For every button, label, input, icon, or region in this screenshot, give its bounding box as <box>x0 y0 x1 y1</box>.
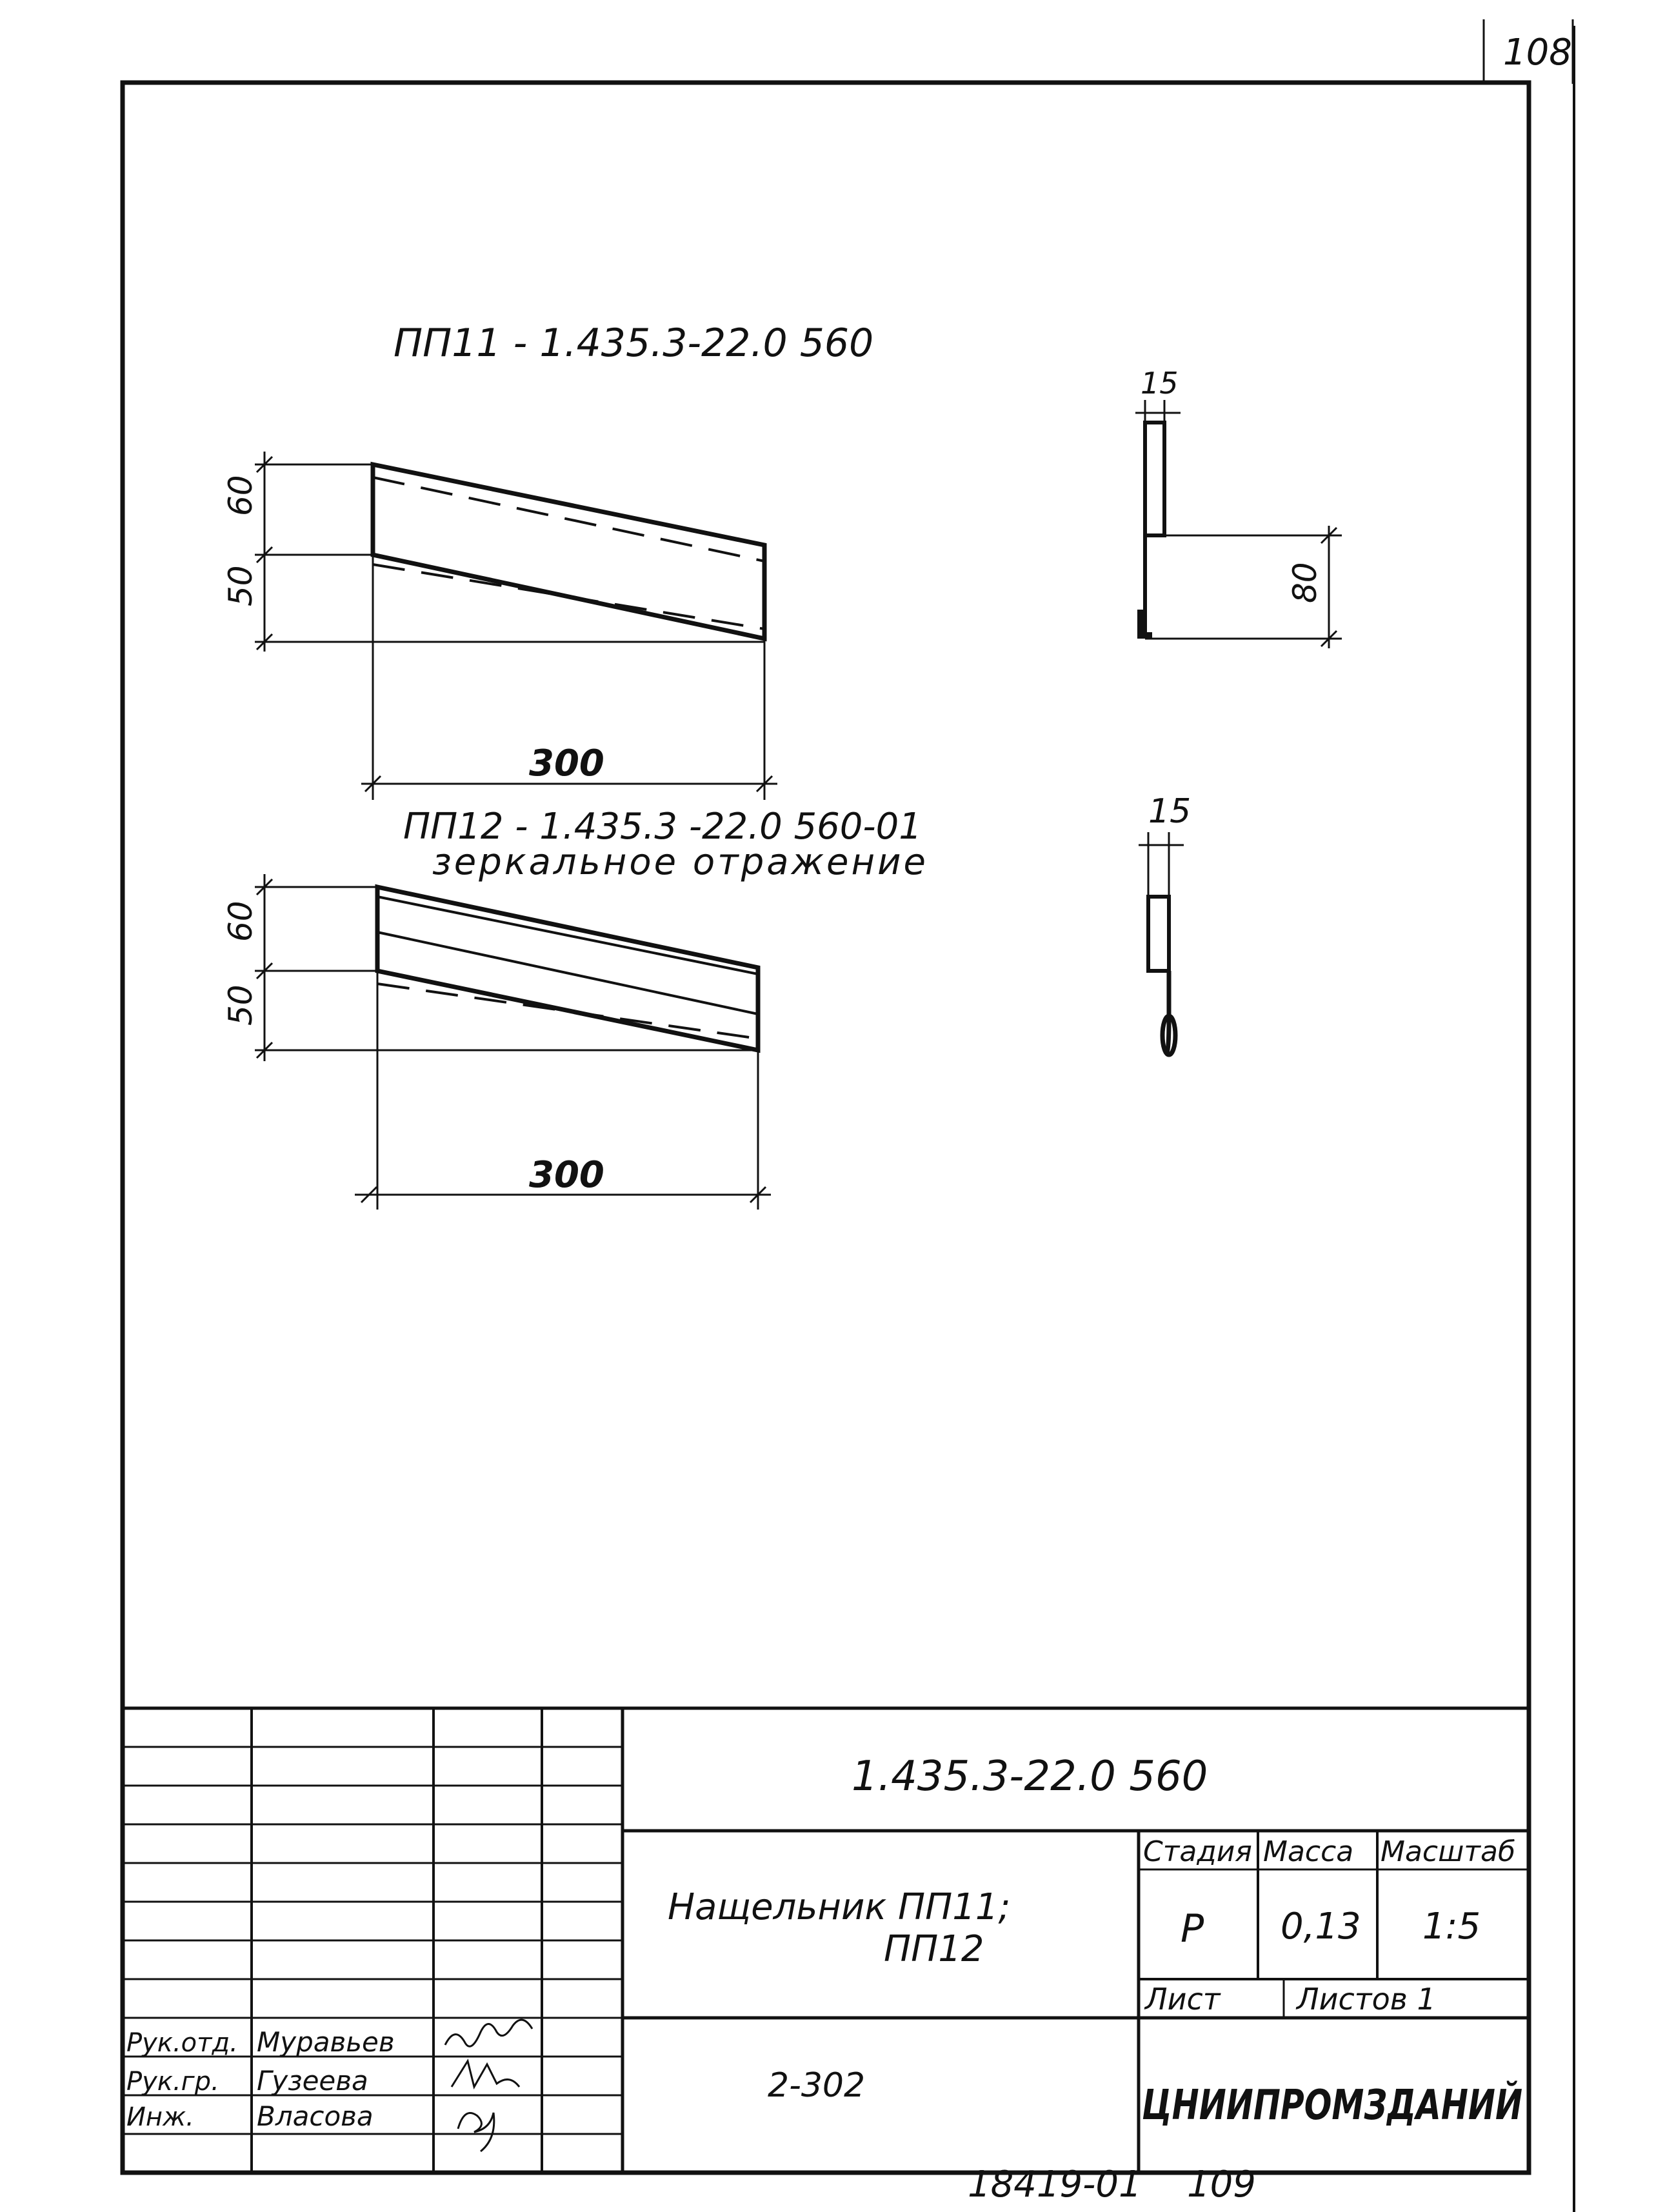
drawing-frame <box>120 19 1575 2212</box>
signer-name-3: Власова <box>257 2100 374 2132</box>
part1-title: ПП11 - 1.435.3-22.0 560 <box>394 321 873 366</box>
part2-subtitle: зеркальное отражение <box>432 841 928 883</box>
sheet-label: Лист <box>1144 1982 1221 2017</box>
stage-header: Стадия <box>1143 1835 1252 1868</box>
part1-dim-length: 300 <box>529 742 604 784</box>
part1-section-height: 80 <box>1286 562 1324 603</box>
signer-role-2: Рук.гр. <box>126 2067 219 2097</box>
title-block-document-code: 1.435.3-22.0 560 <box>852 1753 1208 1800</box>
stage-value: Р <box>1181 1906 1204 1951</box>
part2-dim-bottom: 50 <box>222 984 259 1026</box>
part2-title: ПП12 - 1.435.3 -22.0 560-01 <box>403 806 922 848</box>
title-block <box>123 1706 1529 2173</box>
sheets-label: Листов 1 <box>1295 1982 1436 2017</box>
part2-elevation <box>375 884 761 1053</box>
part1-dim-top: 60 <box>222 475 259 516</box>
part2-dimensions <box>255 874 771 1210</box>
part1-section <box>1135 400 1342 648</box>
page-number-top: 108 <box>1503 32 1572 74</box>
signature-1 <box>444 2018 533 2048</box>
organization-name: ЦНИИПРОМЗДАНИЙ <box>1142 2080 1522 2129</box>
album-code: 2-302 <box>768 2066 865 2105</box>
part1-dim-bottom: 50 <box>222 565 259 606</box>
title-block-item-name-line1: Нащельник ПП11; <box>668 1886 1010 1928</box>
mass-header: Масса <box>1263 1835 1353 1868</box>
signature-3 <box>457 2112 495 2153</box>
part1-section-width: 15 <box>1141 366 1179 401</box>
page-number-bottom: 109 <box>1187 2164 1256 2206</box>
scale-value: 1:5 <box>1422 1906 1481 1948</box>
part2-section <box>1139 832 1184 1057</box>
title-block-item-name-line2: ПП12 <box>884 1928 984 1970</box>
mass-value: 0,13 <box>1281 1906 1361 1948</box>
signature-2 <box>450 2058 521 2089</box>
part2-dim-top: 60 <box>222 901 259 942</box>
signer-name-2: Гузеева <box>257 2065 368 2097</box>
part1-elevation <box>370 461 767 642</box>
signer-role-1: Рук.отд. <box>126 2028 238 2058</box>
signer-role-3: Инж. <box>126 2102 194 2132</box>
part2-dim-length: 300 <box>529 1154 604 1196</box>
archive-number: 18419-01 <box>968 2164 1142 2206</box>
signer-name-1: Муравьев <box>257 2026 395 2058</box>
part1-dimensions <box>255 452 777 800</box>
scale-header: Масштаб <box>1381 1835 1515 1868</box>
part2-section-width: 15 <box>1148 792 1191 831</box>
